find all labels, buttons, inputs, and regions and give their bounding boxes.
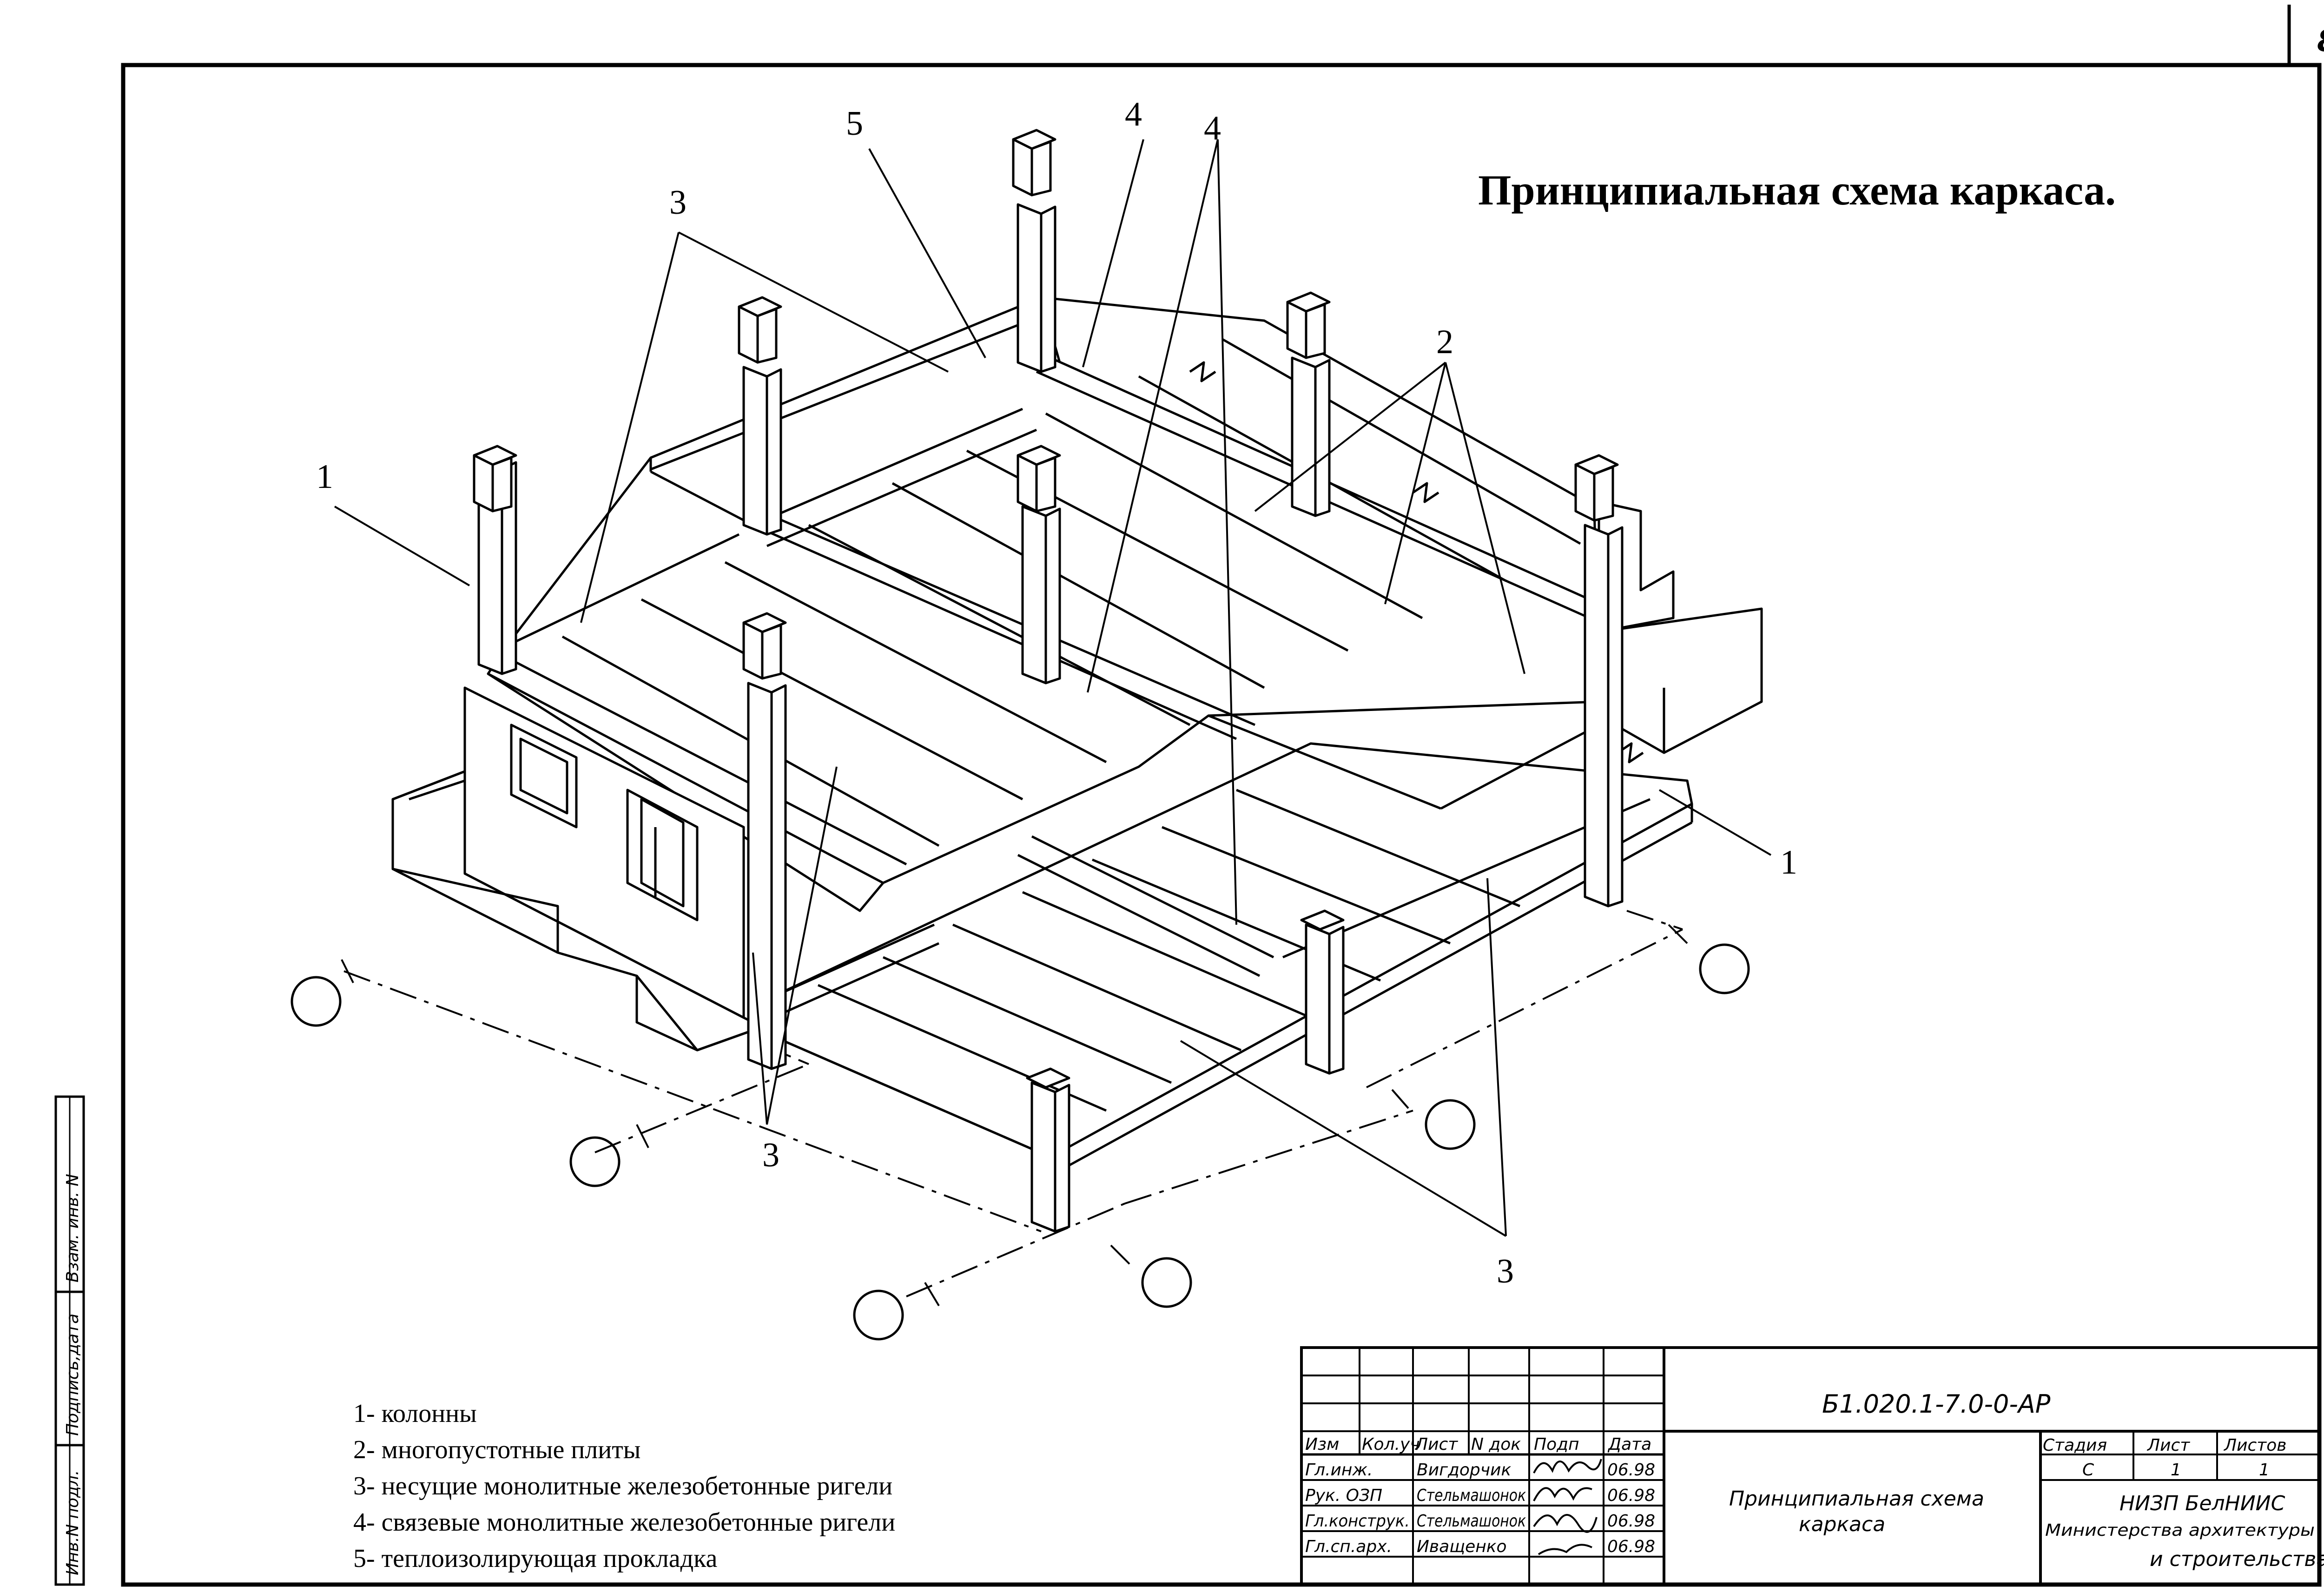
header-izm: Изм — [1305, 1435, 1339, 1454]
callout-1-left: 1 — [316, 458, 333, 496]
org-line-3: и строительства — [2150, 1547, 2324, 1571]
callout-3-top: 3 — [669, 184, 687, 222]
header-kol-uch: Кол.уч — [1362, 1435, 1420, 1454]
sheets-value: 1 — [2259, 1460, 2270, 1480]
header-podp: Подп — [1534, 1435, 1579, 1454]
sheet-title-line-1: Принципиальная схема — [1729, 1487, 1984, 1511]
stage-value: С — [2082, 1460, 2094, 1480]
signatures — [1533, 1459, 1602, 1555]
callout-3-bottom-right: 3 — [1497, 1252, 1514, 1290]
legend-item-2: 2- многопустотные плиты — [353, 1435, 640, 1464]
sheet-frame — [121, 5, 2322, 1587]
isometric-frame — [290, 129, 1772, 1341]
legend-item-1: 1- колонны — [353, 1399, 477, 1428]
title-block — [1300, 1346, 2321, 1586]
legend-item-3: 3- несущие монолитные железобетонные риг… — [353, 1472, 892, 1500]
row-3-role: Гл.конструк. — [1305, 1512, 1410, 1531]
row-2-name: Стельмашонок — [1417, 1486, 1526, 1505]
callout-1-right: 1 — [1780, 843, 1797, 882]
org-line-2: Министерства архитектуры — [2045, 1521, 2315, 1540]
callout-4-top: 4 — [1125, 95, 1142, 133]
drawing-title: Принципиальная схема каркаса. — [1478, 166, 2116, 214]
legend-item-4: 4- связевые монолитные железобетонные ри… — [353, 1508, 895, 1537]
title-block-text: Б1.020.1-7.0-0-АР Изм Кол.уч Лист N док … — [1305, 1389, 2324, 1571]
row-3-date: 06.98 — [1607, 1512, 1655, 1531]
row-4-date: 06.98 — [1607, 1537, 1655, 1556]
header-data: Дата — [1607, 1435, 1651, 1454]
side-stamp-replaced-inv: Взам. инв. N — [63, 1174, 82, 1283]
header-list: Лист — [1414, 1435, 1458, 1454]
legend-item-5: 5- теплоизолирующая прокладка — [353, 1544, 717, 1573]
row-4-name: Иващенко — [1417, 1537, 1507, 1556]
sheet-title-line-2: каркаса — [1799, 1513, 1885, 1536]
row-2-date: 06.98 — [1607, 1486, 1655, 1505]
sheet-label: Лист — [2146, 1436, 2190, 1455]
axis-lines — [343, 910, 1683, 1297]
leader-lines — [334, 139, 1772, 1237]
legend: 1- колонны 2- многопустотные плиты 3- не… — [353, 1399, 895, 1573]
row-1-role: Гл.инж. — [1305, 1460, 1373, 1480]
row-1-date: 06.98 — [1607, 1460, 1655, 1480]
header-n-dok: N док — [1471, 1435, 1521, 1454]
stage-label: Стадия — [2043, 1436, 2107, 1455]
callout-3-bottom-left: 3 — [762, 1136, 779, 1174]
sheet-value: 1 — [2171, 1460, 2181, 1480]
axis-bubbles — [290, 943, 1750, 1341]
row-4-role: Гл.сп.арх. — [1305, 1537, 1392, 1556]
row-2-role: Рук. ОЗП — [1305, 1486, 1382, 1505]
axis-ticks — [341, 924, 1688, 1307]
row-1-name: Вигдорчик — [1417, 1460, 1511, 1480]
side-stamp-inv-no: Инв.N подл. — [63, 1470, 82, 1575]
org-line-1: НИЗП БелНИИС — [2119, 1492, 2285, 1515]
sheets-label: Листов — [2223, 1436, 2286, 1455]
facade-wall — [391, 686, 764, 1052]
callout-4-second: 4 — [1204, 109, 1221, 147]
callout-2: 2 — [1436, 323, 1453, 361]
document-code: Б1.020.1-7.0-0-АР — [1822, 1389, 2051, 1419]
page-number: 8 — [2317, 24, 2324, 59]
side-stamp — [54, 1095, 85, 1586]
callout-numbers: 3 5 4 4 2 1 1 3 3 — [316, 95, 1797, 1290]
row-3-name: Стельмашонок — [1417, 1512, 1526, 1531]
columns — [473, 129, 1624, 1233]
side-stamp-signature-date: Подпись,дата — [63, 1314, 82, 1436]
callout-5: 5 — [846, 105, 863, 143]
